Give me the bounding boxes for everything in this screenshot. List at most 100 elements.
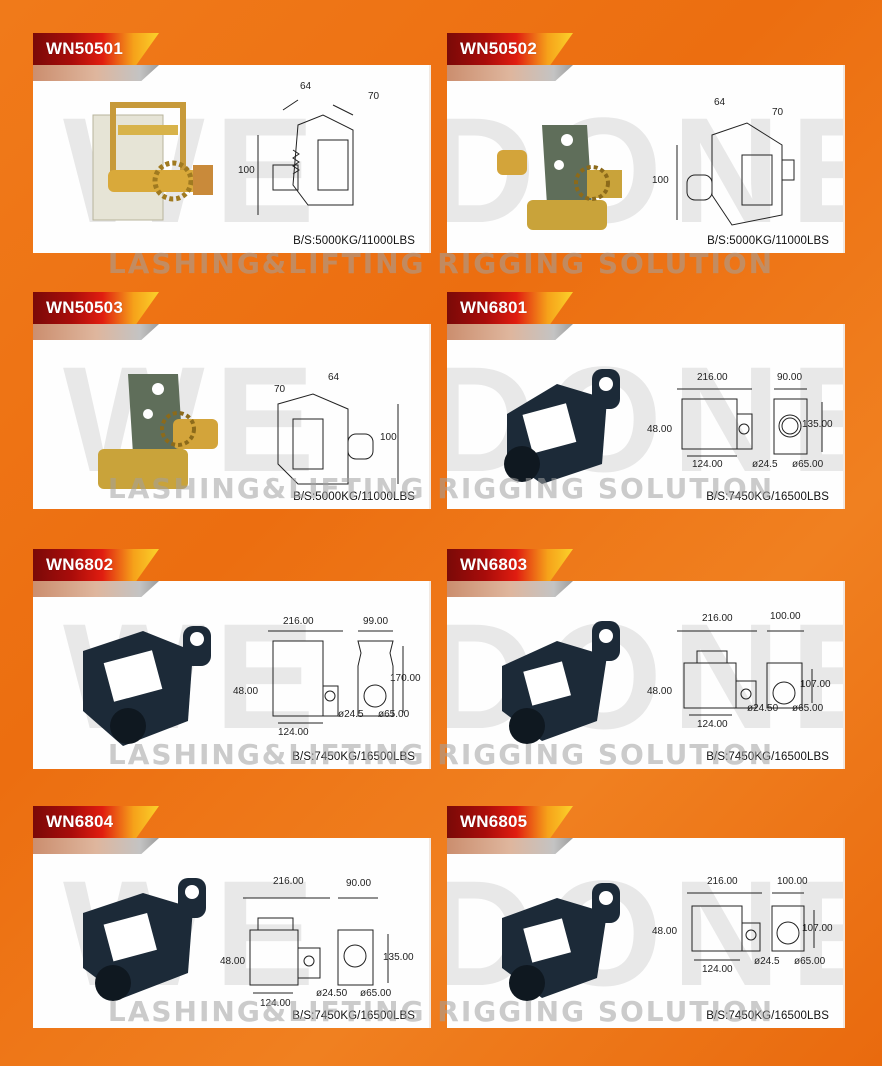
dim-gap: 48.00 [652, 926, 678, 937]
winch-drawing-icon [277, 393, 399, 485]
winch-drawing-icon [257, 99, 354, 215]
dim-width: 64 [300, 81, 312, 92]
dim-width: 100.00 [777, 876, 808, 887]
dim-drum: ø65.00 [360, 988, 392, 999]
dim-gap: 48.00 [647, 686, 673, 697]
breaking-strength: B/S:7450KG/16500LBS [706, 751, 829, 763]
product-code-tag: WN6802 [33, 549, 159, 581]
tag-shadow [447, 324, 573, 340]
winch-photo-icon [98, 374, 218, 489]
dim-width: 64 [328, 372, 340, 383]
product-panel: WE [33, 838, 431, 1028]
product-panel: DONE [447, 324, 845, 509]
dim-width: 64 [714, 97, 726, 108]
product-code-tag: WN6804 [33, 806, 159, 838]
product-code: WN6803 [460, 555, 528, 574]
technical-drawing: 216.00 100.00 107.00 48.00 124.00 ø24.5 … [652, 848, 837, 1008]
dim-width: 90.00 [346, 878, 372, 889]
winch-drawing-icon [268, 630, 404, 724]
tag-shadow [447, 838, 573, 854]
dim-gap: 48.00 [220, 956, 246, 967]
product-card-wn6803: WN6803 DONE [447, 549, 845, 769]
breaking-strength: B/S:5000KG/11000LBS [293, 235, 415, 247]
product-panel: DONE [447, 65, 845, 253]
dim-gap: 48.00 [647, 424, 673, 435]
technical-drawing: 216.00 90.00 135.00 48.00 124.00 ø24.5 ø… [647, 334, 837, 494]
product-card-wn6805: WN6805 DONE [447, 806, 845, 1028]
dim-width: 99.00 [363, 616, 389, 627]
dim-drum: ø65.00 [794, 956, 826, 967]
dim-depth: 70 [368, 91, 380, 102]
product-code: WN50503 [46, 298, 123, 317]
product-code-tag: WN50503 [33, 292, 159, 324]
breaking-strength: B/S:5000KG/11000LBS [707, 235, 829, 247]
winch-drawing-icon [676, 122, 795, 226]
breaking-strength: B/S:7450KG/16500LBS [706, 491, 829, 503]
technical-drawing: 70 64 100 [238, 334, 423, 494]
dim-gap: 48.00 [233, 686, 259, 697]
dim-base: 124.00 [278, 727, 309, 738]
tag-shadow [33, 838, 159, 854]
dim-drum: ø65.00 [792, 459, 824, 470]
product-code-tag: WN50502 [447, 33, 573, 65]
winch-drawing-icon [677, 630, 813, 716]
technical-drawing: 216.00 100.00 107.00 48.00 124.00 ø24.50… [647, 591, 837, 751]
dim-hole: ø24.5 [752, 459, 778, 470]
winch-photo-icon [83, 626, 211, 746]
winch-photo-icon [497, 125, 622, 230]
dim-height: 100 [652, 175, 669, 186]
dim-length: 216.00 [707, 876, 738, 887]
dim-hole: ø24.5 [754, 956, 780, 967]
winch-photo-icon [502, 883, 620, 1001]
tag-shadow [447, 65, 573, 81]
winch-photo-icon [92, 102, 213, 221]
product-code: WN6805 [460, 812, 528, 831]
product-code: WN6804 [46, 812, 114, 831]
tag-shadow [33, 324, 159, 340]
dim-base: 124.00 [697, 719, 728, 730]
product-panel: WE [33, 65, 431, 253]
product-code: WN50502 [460, 39, 537, 58]
technical-drawing: 64 70 100 [652, 75, 837, 235]
breaking-strength: B/S:7450KG/16500LBS [292, 1010, 415, 1022]
tag-shadow [33, 65, 159, 81]
dim-base: 124.00 [260, 998, 291, 1009]
winch-drawing-icon [243, 897, 389, 994]
dim-length: 216.00 [697, 372, 728, 383]
dim-depth: 70 [274, 384, 286, 395]
tag-shadow [447, 581, 573, 597]
dim-length: 216.00 [283, 616, 314, 627]
breaking-strength: B/S:7450KG/16500LBS [292, 751, 415, 763]
winch-drawing-icon [677, 388, 823, 457]
product-panel: WE [33, 581, 431, 769]
dim-hole: ø24.50 [316, 988, 348, 999]
product-card-wn50502: WN50502 DONE [447, 33, 845, 253]
dim-width: 90.00 [777, 372, 803, 383]
dim-height: 107.00 [800, 679, 831, 690]
dim-height: 100 [238, 165, 255, 176]
product-panel: DONE [447, 581, 845, 769]
dim-height: 107.00 [802, 923, 833, 934]
product-code: WN50501 [46, 39, 123, 58]
dim-hole: ø24.50 [747, 703, 779, 714]
product-panel: DONE [447, 838, 845, 1028]
dim-width: 100.00 [770, 611, 801, 622]
tag-shadow [33, 581, 159, 597]
product-card-wn6801: WN6801 DONE [447, 292, 845, 509]
product-card-wn6804: WN6804 WE [33, 806, 431, 1028]
product-card-wn6802: WN6802 WE [33, 549, 431, 769]
product-card-wn50503: WN50503 WE [33, 292, 431, 509]
product-panel: WE 70 64 [33, 324, 431, 509]
dim-base: 124.00 [702, 964, 733, 975]
dim-drum: ø65.00 [378, 709, 410, 720]
product-code: WN6802 [46, 555, 114, 574]
breaking-strength: B/S:7450KG/16500LBS [706, 1010, 829, 1022]
technical-drawing: 216.00 99.00 170.00 48.00 124.00 ø24.5 ø… [233, 591, 423, 751]
product-code-tag: WN6803 [447, 549, 573, 581]
dim-height: 135.00 [802, 419, 833, 430]
product-code: WN6801 [460, 298, 528, 317]
dim-height: 135.00 [383, 952, 414, 963]
dim-height: 170.00 [390, 673, 421, 684]
breaking-strength: B/S:5000KG/11000LBS [293, 491, 415, 503]
